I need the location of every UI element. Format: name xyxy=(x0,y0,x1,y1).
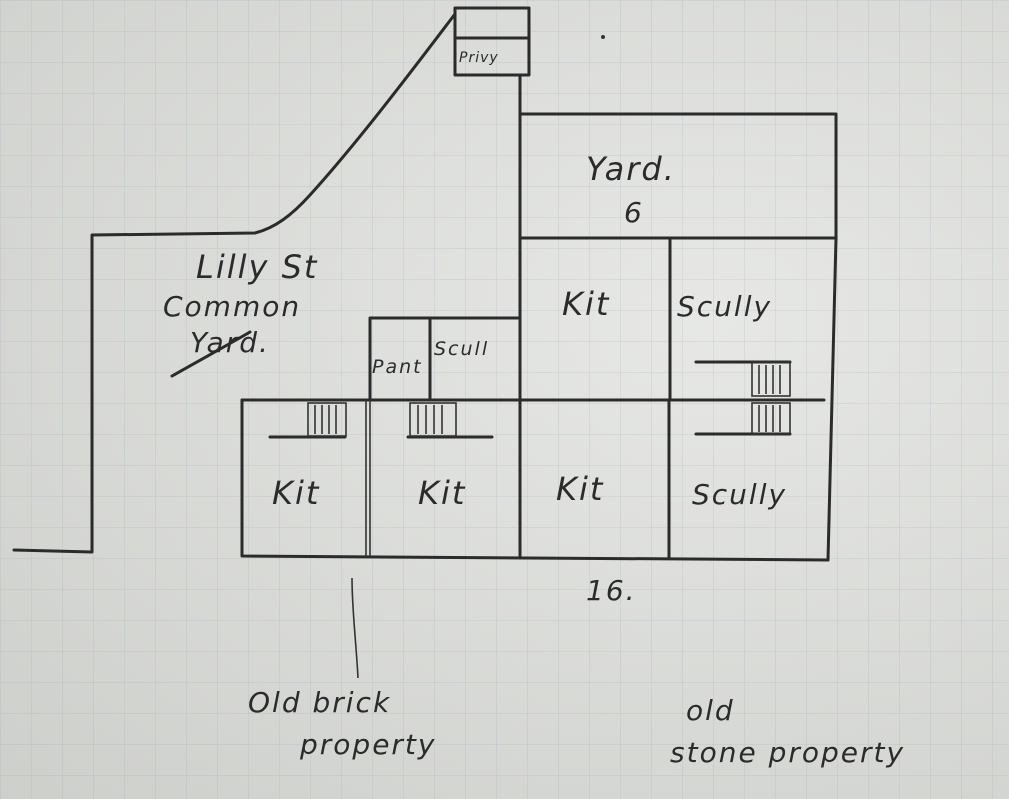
label-kit-2: Kit xyxy=(418,474,467,512)
upper-rooms-outline xyxy=(668,236,838,562)
lot-boundary xyxy=(12,12,457,554)
pant-scull-outline xyxy=(368,316,522,402)
label-kit-upper: Kit xyxy=(562,285,611,323)
label-lilly-st: Lilly St xyxy=(196,248,319,286)
fireplace-1 xyxy=(268,402,347,439)
label-scully-upper: Scully xyxy=(677,290,773,323)
label-scull: Scull xyxy=(434,338,490,360)
label-yard-number: 6 xyxy=(624,196,644,229)
label-common-yard: Yard. xyxy=(190,326,270,359)
yard-flourish xyxy=(170,330,252,378)
yard-6-outline xyxy=(518,112,838,240)
fireplace-4 xyxy=(694,402,792,436)
label-privy: Privy xyxy=(459,50,499,66)
leader-line xyxy=(351,577,359,679)
label-kit-3: Kit xyxy=(556,470,605,508)
label-kit-1: Kit xyxy=(272,474,321,512)
label-common: Common xyxy=(163,290,302,323)
fireplace-2 xyxy=(406,402,494,439)
label-lot-16: 16. xyxy=(586,574,637,607)
label-old-brick-property: property xyxy=(300,728,437,761)
label-scully-lower: Scully xyxy=(692,478,788,511)
label-old-stone: old xyxy=(686,694,735,727)
label-stone-property: stone property xyxy=(670,736,906,769)
label-old-brick: Old brick xyxy=(248,686,392,719)
lower-rooms-outline xyxy=(240,398,830,562)
fireplace-3 xyxy=(694,360,792,397)
privy-outline xyxy=(453,6,531,77)
label-pant: Pant xyxy=(372,356,423,378)
label-yard: Yard. xyxy=(586,150,676,188)
dot-mark xyxy=(601,35,605,39)
